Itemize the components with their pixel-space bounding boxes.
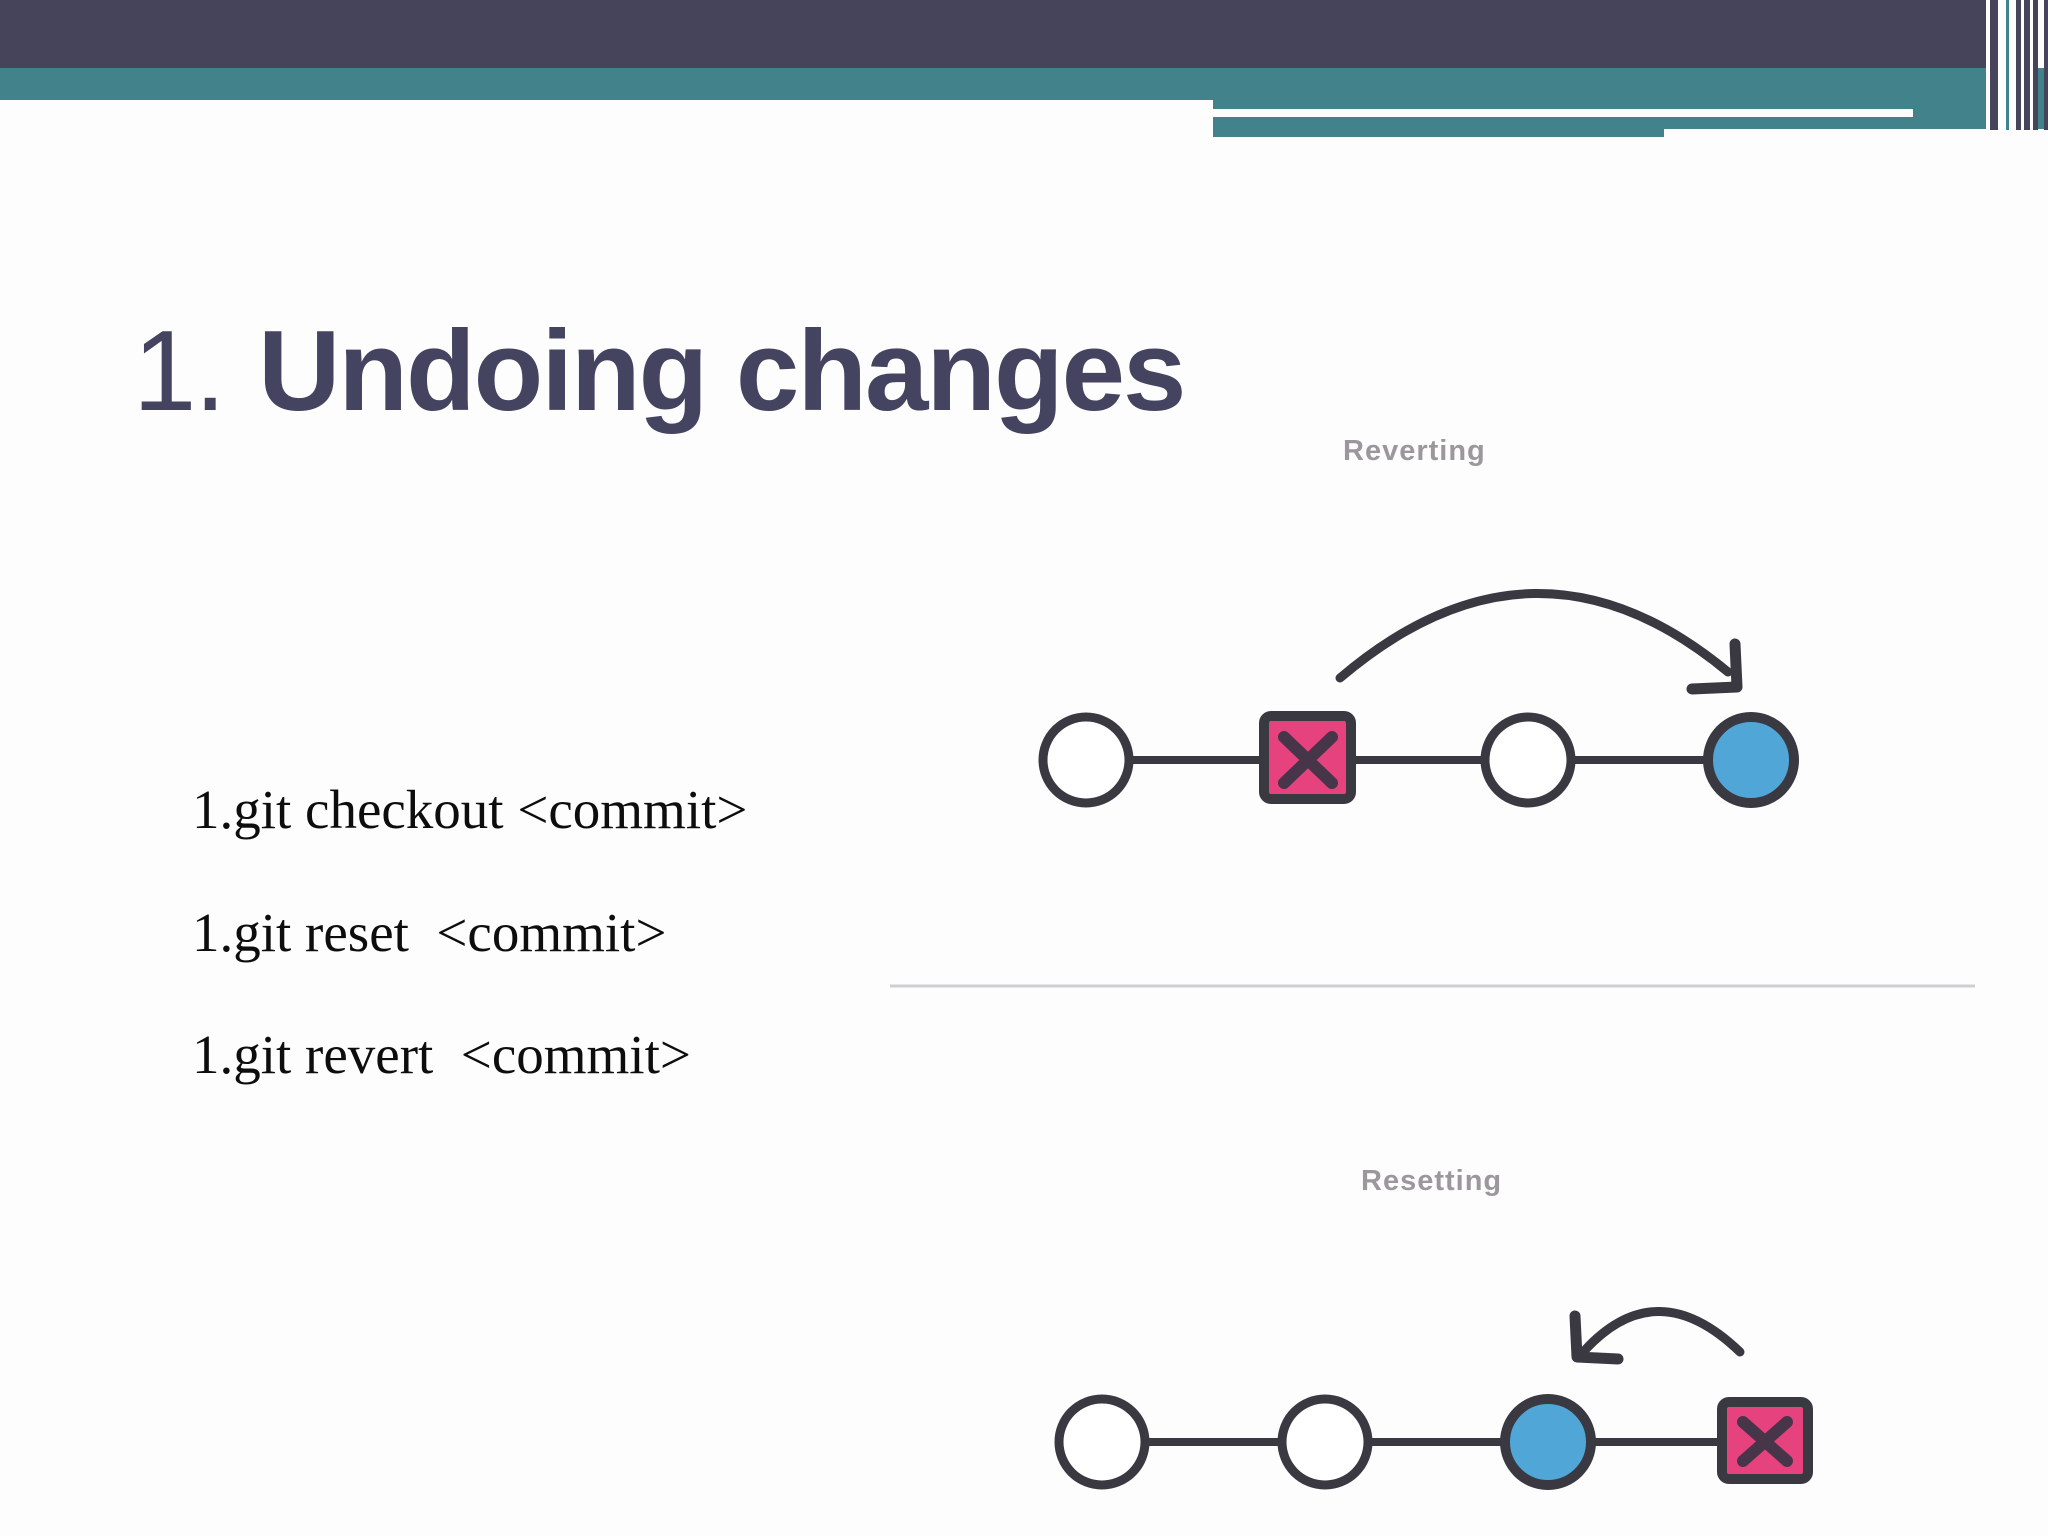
resetting-node-commit-1: [1054, 1394, 1150, 1490]
reverting-node-commit-1: [1038, 712, 1134, 808]
resetting-node-target-commit: [1500, 1394, 1596, 1490]
page-title: 1.Undoing changes: [133, 315, 1186, 429]
header-white-stripe: [1213, 109, 1913, 117]
list-item-git-reset: 1.git reset <commit>: [192, 902, 667, 963]
list-item-git-revert: 1.git revert <commit>: [192, 1024, 691, 1085]
resetting-diagram-label: Resetting: [1361, 1165, 1503, 1197]
list-item-git-checkout: 1.git checkout <commit>: [192, 779, 748, 840]
reverting-arrow-arc: [1335, 589, 1733, 683]
reverting-diagram: [1038, 589, 1799, 808]
resetting-diagram: [1054, 1307, 1813, 1490]
arrowhead-icon: [1686, 638, 1743, 695]
reverting-node-new-commit: [1703, 712, 1799, 808]
resetting-node-commit-2: [1277, 1394, 1373, 1490]
header-pinstripe: [1990, 0, 1998, 130]
x-icon: [1737, 1416, 1793, 1467]
header-pinstripe: [2038, 68, 2048, 129]
header-bar-dark: [0, 0, 1986, 68]
reverting-node-commit-2: [1480, 712, 1576, 808]
resetting-arrow-arc: [1580, 1307, 1745, 1357]
header-teal-block-right: [1213, 68, 1986, 129]
header-pinstripe: [2044, 0, 2048, 130]
arrowhead-icon: [1569, 1310, 1624, 1365]
header-pinstripe: [2033, 0, 2038, 130]
header-teal-tail: [1213, 129, 1664, 137]
header-pinstripe: [2016, 0, 2021, 130]
reverting-diagram-label: Reverting: [1343, 435, 1486, 467]
header-pinstripe: [2024, 0, 2030, 130]
x-icon: [1278, 731, 1338, 789]
header-bar-teal: [0, 68, 1213, 100]
title-number: 1.: [133, 308, 226, 435]
title-text: Undoing changes: [258, 308, 1186, 435]
header-pinstripe: [2006, 0, 2009, 130]
